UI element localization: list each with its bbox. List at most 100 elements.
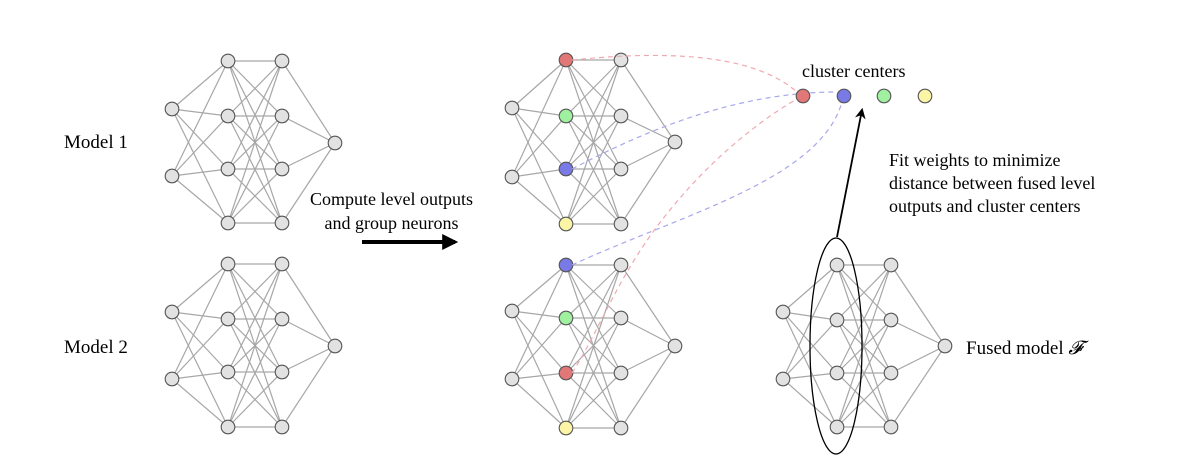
edge xyxy=(511,107,567,117)
hidden-neuron xyxy=(274,311,290,327)
edge xyxy=(511,310,567,374)
hidden-neuron xyxy=(220,215,236,231)
edge xyxy=(171,108,229,224)
fused-model-label: Fused model 𝓕 xyxy=(966,336,1082,361)
hidden-neuron xyxy=(558,52,574,68)
fused-model-symbol: 𝓕 xyxy=(1068,337,1083,359)
hidden-neuron xyxy=(829,312,845,328)
edge xyxy=(511,107,567,225)
hidden-neuron xyxy=(220,311,236,327)
edge xyxy=(511,176,567,225)
edge xyxy=(171,108,229,117)
hidden-neuron xyxy=(829,365,845,381)
hidden-neuron xyxy=(220,161,236,177)
hidden-neuron xyxy=(274,215,290,231)
hidden-neuron xyxy=(558,420,574,436)
edge xyxy=(281,345,336,373)
fused-level-ellipse xyxy=(809,237,863,455)
cluster-center-blue xyxy=(836,88,852,104)
edge xyxy=(171,318,229,380)
edge xyxy=(565,264,622,319)
dashed-assignment-line xyxy=(571,98,798,374)
edge xyxy=(620,141,676,225)
hidden-neuron xyxy=(558,365,574,381)
edge xyxy=(620,264,676,347)
hidden-neuron xyxy=(613,161,629,177)
compute-caption-line-2: and group neurons xyxy=(324,213,459,233)
output-neuron xyxy=(327,135,343,151)
fused-model-text: Fused model xyxy=(966,338,1064,359)
hidden-neuron xyxy=(883,365,899,381)
hidden-neuron xyxy=(274,161,290,177)
edge xyxy=(782,378,838,428)
output-neuron xyxy=(327,338,343,354)
edge xyxy=(511,59,567,178)
edge xyxy=(565,59,622,225)
edge xyxy=(511,372,567,380)
cluster-assignment-lines xyxy=(571,54,843,374)
edge xyxy=(171,60,229,110)
fit-weights-caption: Fit weights to minimize distance between… xyxy=(889,149,1095,218)
edge xyxy=(171,108,229,170)
edge xyxy=(227,263,283,428)
edge xyxy=(171,371,229,380)
edge xyxy=(281,115,336,144)
edge xyxy=(171,311,229,320)
hidden-neuron xyxy=(558,108,574,124)
input-neuron xyxy=(164,168,180,184)
model-1-network xyxy=(164,53,343,231)
model-2-label: Model 2 xyxy=(64,337,128,358)
edge xyxy=(281,345,336,428)
edge xyxy=(620,115,676,143)
input-neuron xyxy=(504,100,520,116)
edge xyxy=(782,311,838,321)
hidden-neuron xyxy=(274,364,290,380)
edge xyxy=(281,60,336,144)
input-neuron xyxy=(504,169,520,185)
edge xyxy=(227,60,283,170)
dashed-assignment-line xyxy=(571,101,843,266)
edge xyxy=(890,345,946,374)
edge xyxy=(171,311,229,373)
edge xyxy=(511,264,567,380)
hidden-neuron xyxy=(883,312,899,328)
fit-arrow xyxy=(836,107,866,238)
hidden-neuron xyxy=(274,419,290,435)
edge xyxy=(171,175,229,224)
edge xyxy=(227,371,283,428)
hidden-neuron xyxy=(274,108,290,124)
edge xyxy=(171,168,229,177)
output-neuron xyxy=(667,338,683,354)
edge xyxy=(511,310,567,319)
fit-caption-line-1: Fit weights to minimize xyxy=(889,150,1061,170)
edge xyxy=(565,264,622,429)
edge xyxy=(227,263,283,373)
hidden-neuron xyxy=(613,52,629,68)
hidden-neuron xyxy=(613,310,629,326)
compute-caption-line-1: Compute level outputs xyxy=(310,189,473,209)
edge xyxy=(890,264,946,347)
edge xyxy=(620,317,676,347)
hidden-neuron xyxy=(613,216,629,232)
edge xyxy=(890,345,946,428)
model-2-network xyxy=(164,256,343,435)
input-neuron xyxy=(164,304,180,320)
hidden-neuron xyxy=(558,161,574,177)
output-neuron xyxy=(667,134,683,150)
edge xyxy=(171,263,229,380)
edge xyxy=(836,264,892,374)
edge xyxy=(281,142,336,170)
edge xyxy=(836,264,892,428)
edge xyxy=(171,115,229,177)
hidden-neuron xyxy=(558,216,574,232)
edge xyxy=(227,60,283,117)
compute-caption: Compute level outputs and group neurons xyxy=(310,187,473,235)
hidden-neuron xyxy=(613,365,629,381)
edge xyxy=(565,372,622,429)
input-neuron xyxy=(164,101,180,117)
cluster-center-red xyxy=(795,88,811,104)
edge xyxy=(782,264,838,313)
edge xyxy=(511,115,567,178)
cluster-center-yellow xyxy=(917,88,933,104)
hidden-neuron xyxy=(220,364,236,380)
